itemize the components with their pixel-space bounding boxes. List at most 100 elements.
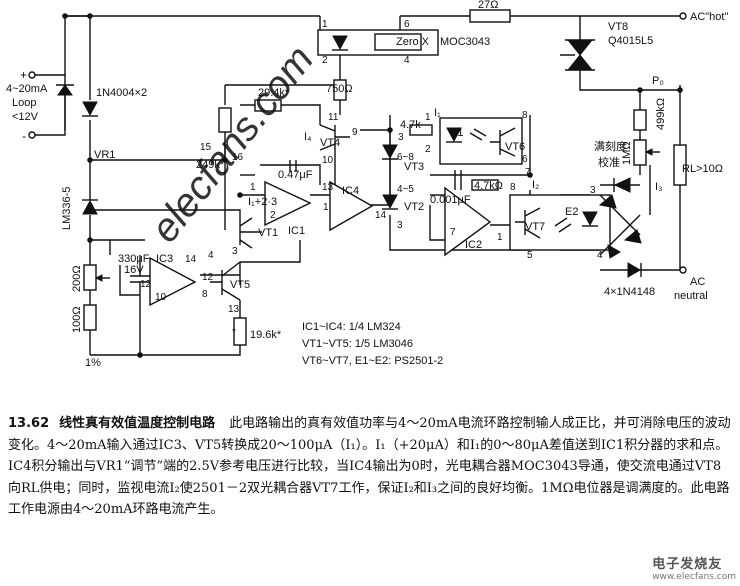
label-vr1: VR1 — [94, 149, 115, 161]
resistor-100-ohm — [83, 304, 97, 331]
resistor-200-ohm — [83, 264, 97, 291]
terminal-ac-hot — [679, 12, 687, 20]
svg-text:14: 14 — [185, 254, 197, 265]
svg-text:7: 7 — [525, 167, 531, 178]
label-loop-current: 4~20mA — [6, 83, 48, 95]
label-plus: + — [20, 68, 27, 82]
label-neutral: neutral — [674, 290, 708, 302]
label-po: P₀ — [652, 75, 664, 87]
label-lm336: LM336-5 — [61, 187, 73, 230]
label-ic4: IC4 — [342, 185, 359, 197]
label-ac-hot: AC"hot" — [690, 11, 728, 23]
label-vt5: VT5 — [230, 279, 250, 291]
svg-text:4~5: 4~5 — [397, 184, 414, 195]
label-minus: - — [22, 129, 26, 143]
svg-text:10: 10 — [155, 292, 167, 303]
label-vt1: VT1 — [258, 227, 278, 239]
label-vt3: VT3 — [404, 161, 424, 173]
label-0-001uf: 0.001μF — [430, 194, 471, 206]
svg-text:14: 14 — [375, 210, 387, 221]
label-i1: I₁ — [434, 107, 441, 119]
label-precision: 1% — [85, 357, 101, 369]
label-vt4: VT4 — [320, 137, 340, 149]
label-e1: E1 — [450, 127, 463, 139]
resistor-499k — [633, 109, 647, 131]
label-vt7: VT7 — [525, 221, 545, 233]
svg-text:6: 6 — [522, 154, 528, 165]
junction-dots — [62, 13, 683, 358]
load-resistor-rl — [673, 144, 687, 186]
svg-text:3: 3 — [397, 220, 403, 231]
label-200-ohm: 200Ω — [71, 265, 83, 292]
svg-text:*: * — [232, 327, 236, 338]
label-i-sum: I₁+2·3 — [248, 196, 277, 208]
svg-text:12: 12 — [140, 279, 152, 290]
label-loop-voltage: <12V — [12, 111, 39, 123]
label-zero-x: Zero X — [396, 36, 430, 48]
label-16v: 16V — [124, 264, 144, 276]
svg-text:12: 12 — [202, 272, 214, 283]
label-29-4k: 29.4k* — [258, 87, 290, 99]
label-750-ohm: 750Ω — [326, 83, 353, 95]
svg-text:2: 2 — [322, 55, 328, 66]
svg-text:3: 3 — [398, 132, 404, 143]
svg-text:2: 2 — [270, 210, 276, 221]
triac-vt8 — [560, 39, 595, 71]
zero-cross-block — [374, 33, 422, 51]
svg-text:13: 13 — [322, 182, 334, 193]
transistor-vt4 — [319, 124, 350, 151]
svg-text:1: 1 — [323, 202, 329, 213]
svg-text:7: 7 — [450, 227, 456, 238]
transistor-vt1 — [239, 217, 262, 249]
label-4-7k-ohm: 4.7kΩ — [474, 180, 503, 192]
label-330uf: 330μF — [118, 253, 150, 265]
opamp-ic1 — [264, 180, 312, 227]
svg-text:11: 11 — [328, 112, 339, 123]
svg-text:4: 4 — [208, 250, 214, 261]
note-vt: VT1~VT5: 1/5 LM3046 — [302, 338, 413, 350]
figure-number: 13.62 — [8, 416, 50, 431]
note-opto: VT6~VT7, E1~E2: PS2501-2 — [302, 355, 443, 367]
svg-text:8: 8 — [522, 110, 528, 121]
label-full-scale: 满刻度 — [594, 139, 627, 153]
label-i4: I₄ — [304, 131, 312, 143]
transistor-vt5 — [210, 261, 241, 301]
figure-description: 此电路输出的真有效值功率与4～20mA电流环路控制输人成正比，并可消除电压的波动… — [8, 416, 731, 517]
svg-text:16: 16 — [232, 152, 244, 163]
note-ic: IC1~IC4: 1/4 LM324 — [302, 321, 401, 333]
corner-logo-url: www.elecfans.com — [652, 572, 736, 582]
svg-text:1: 1 — [322, 19, 328, 30]
diode-vt3 — [382, 144, 398, 175]
terminal-plus — [28, 71, 36, 79]
label-0-47uf: 0.47μF — [278, 169, 313, 181]
terminal-minus — [28, 131, 36, 139]
svg-text:2: 2 — [425, 144, 431, 155]
svg-text:1: 1 — [497, 232, 503, 243]
svg-text:6: 6 — [404, 19, 410, 30]
corner-logo: 电子发烧友 www.elecfans.com — [652, 553, 736, 582]
capacitor-0-001uf — [454, 170, 462, 190]
svg-text:4: 4 — [404, 55, 410, 66]
resistor-4-7k-a — [409, 124, 433, 136]
svg-text:8: 8 — [202, 289, 208, 300]
label-1n4004: 1N4004×2 — [96, 87, 147, 99]
label-4-7k: 4.7k — [400, 119, 421, 131]
label-vt8: VT8 — [608, 21, 628, 33]
label-100-ohm: 100Ω — [71, 306, 83, 333]
capacitor-330uf — [130, 255, 150, 295]
opamp-ic2 — [444, 186, 492, 257]
resistor-19-6k — [233, 317, 247, 346]
label-calibration: 校准 — [598, 155, 620, 169]
label-vt2: VT2 — [404, 201, 424, 213]
diode-vt2 — [382, 194, 398, 210]
svg-text:1: 1 — [250, 182, 256, 193]
label-ic2: IC2 — [465, 239, 482, 251]
capacitor-0-47uf — [289, 160, 297, 172]
label-ic1: IC1 — [288, 225, 305, 237]
opamp-ic4 — [329, 180, 374, 232]
resistor-27-ohm — [469, 9, 511, 23]
label-ac: AC — [690, 276, 705, 288]
label-e2: E2 — [565, 206, 578, 218]
